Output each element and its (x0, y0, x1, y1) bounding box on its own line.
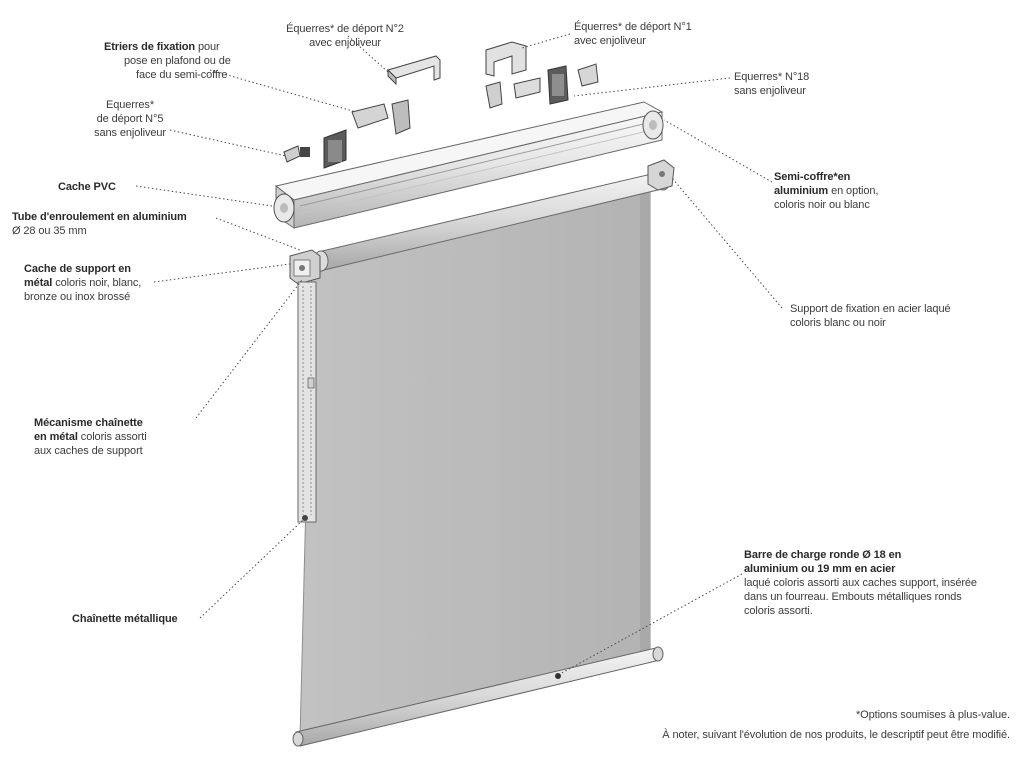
barre-de-charge (292, 646, 664, 747)
label-cache-support: Cache de support en métal coloris noir, … (24, 263, 142, 303)
etrier-part (351, 99, 411, 135)
equerre-n5-part (283, 129, 347, 169)
equerre-n1-part (485, 41, 541, 109)
fabric-edge-shade (640, 182, 650, 662)
chain-mechanism (297, 281, 317, 523)
footnote-options: *Options soumises à plus-value. (855, 709, 1010, 721)
cache-de-support-left (289, 249, 321, 285)
label-mecanisme: Mécanisme chaînette en métal coloris ass… (34, 417, 147, 457)
label-support-fixation: Support de fixation en acier laqué color… (790, 303, 951, 329)
footnote: *Options soumises à plus-value. À noter,… (580, 708, 1010, 742)
blind-fabric (299, 181, 651, 739)
label-semi-coffre: Semi-coffre*en aluminium en option, colo… (774, 171, 879, 211)
label-chainette: Chaînette métallique (72, 613, 178, 625)
label-equerres-n2: Équerres* de déport N°2 avec enjoliveur (286, 23, 404, 49)
label-equerres-n18: Equerres* N°18 sans enjoliveur (734, 71, 810, 97)
label-etriers: Etriers de fixation pour pose en plafond… (104, 41, 231, 81)
semi-coffre (273, 101, 664, 229)
support-fixation-right (647, 159, 675, 191)
label-cache-pvc: Cache PVC (58, 181, 116, 193)
label-tube: Tube d'enroulement en aluminium Ø 28 ou … (12, 211, 187, 237)
leader-lines (135, 33, 783, 675)
label-equerres-n1: Équerres* de déport N°1 avec enjoliveur (574, 21, 692, 47)
equerre-n2-part (387, 55, 441, 86)
label-barre-de-charge: Barre de charge ronde Ø 18 en aluminium … (744, 549, 977, 617)
footnote-evolution: À noter, suivant l'évolution de nos prod… (662, 729, 1010, 741)
equerre-n18-part (547, 63, 599, 105)
label-equerres-n5: Equerres* de déport N°5 sans enjoliveur (94, 99, 166, 139)
